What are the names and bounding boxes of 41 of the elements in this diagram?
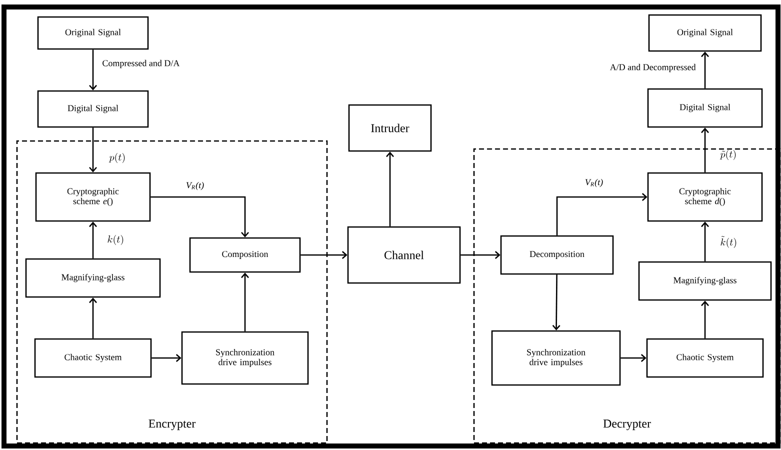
process-box: Channel [347, 226, 461, 284]
arrow [386, 152, 394, 226]
arrow [701, 128, 709, 172]
process-box: Decomposition [500, 235, 614, 275]
edge-label: $\tilde{k}(t)$ [720, 236, 736, 248]
arrow [89, 50, 97, 90]
arrow [89, 298, 97, 338]
arrow [701, 300, 709, 338]
arrow [620, 354, 646, 362]
arrow [552, 274, 560, 330]
process-box: Intruder [348, 104, 432, 152]
process-box: Magnifying-glass [638, 261, 772, 301]
process-box: Composition [189, 237, 301, 273]
process-box: Original Signal [648, 14, 762, 52]
edge-label: A/D and Decompressed [610, 64, 696, 72]
arrow [241, 272, 249, 332]
edge-label: $k(t)$ [108, 235, 124, 246]
process-box: Synchronization drive impulses [491, 330, 621, 386]
process-box: Magnifying-glass [25, 258, 161, 298]
process-box: Cryptographic scheme d() [647, 172, 763, 222]
process-box: Original Signal [37, 16, 149, 50]
process-box: Cryptographic scheme e() [35, 172, 151, 222]
edge-label: Compressed and D/A [102, 60, 180, 68]
process-box: Digital Signal [647, 88, 763, 128]
process-box: Chaotic System [646, 338, 764, 378]
edge-label: $p(t)$ [108, 153, 125, 163]
arrow [701, 52, 709, 88]
arrow [300, 251, 348, 259]
arrow [89, 222, 97, 258]
arrow [150, 196, 249, 238]
arrow [556, 193, 648, 236]
edge-label: V$_{R}$(t) [585, 178, 603, 188]
arrow [701, 222, 709, 262]
arrow [460, 251, 500, 259]
edge-label: $\tilde{p}(t)$ [720, 150, 736, 160]
process-box: Chaotic System [34, 338, 152, 378]
edge-label: V$_{R}$(t) [186, 182, 204, 190]
process-box: Synchronization drive impulses [181, 331, 309, 385]
process-box: Digital Signal [37, 90, 149, 128]
arrow [89, 128, 97, 172]
arrow [152, 354, 182, 362]
